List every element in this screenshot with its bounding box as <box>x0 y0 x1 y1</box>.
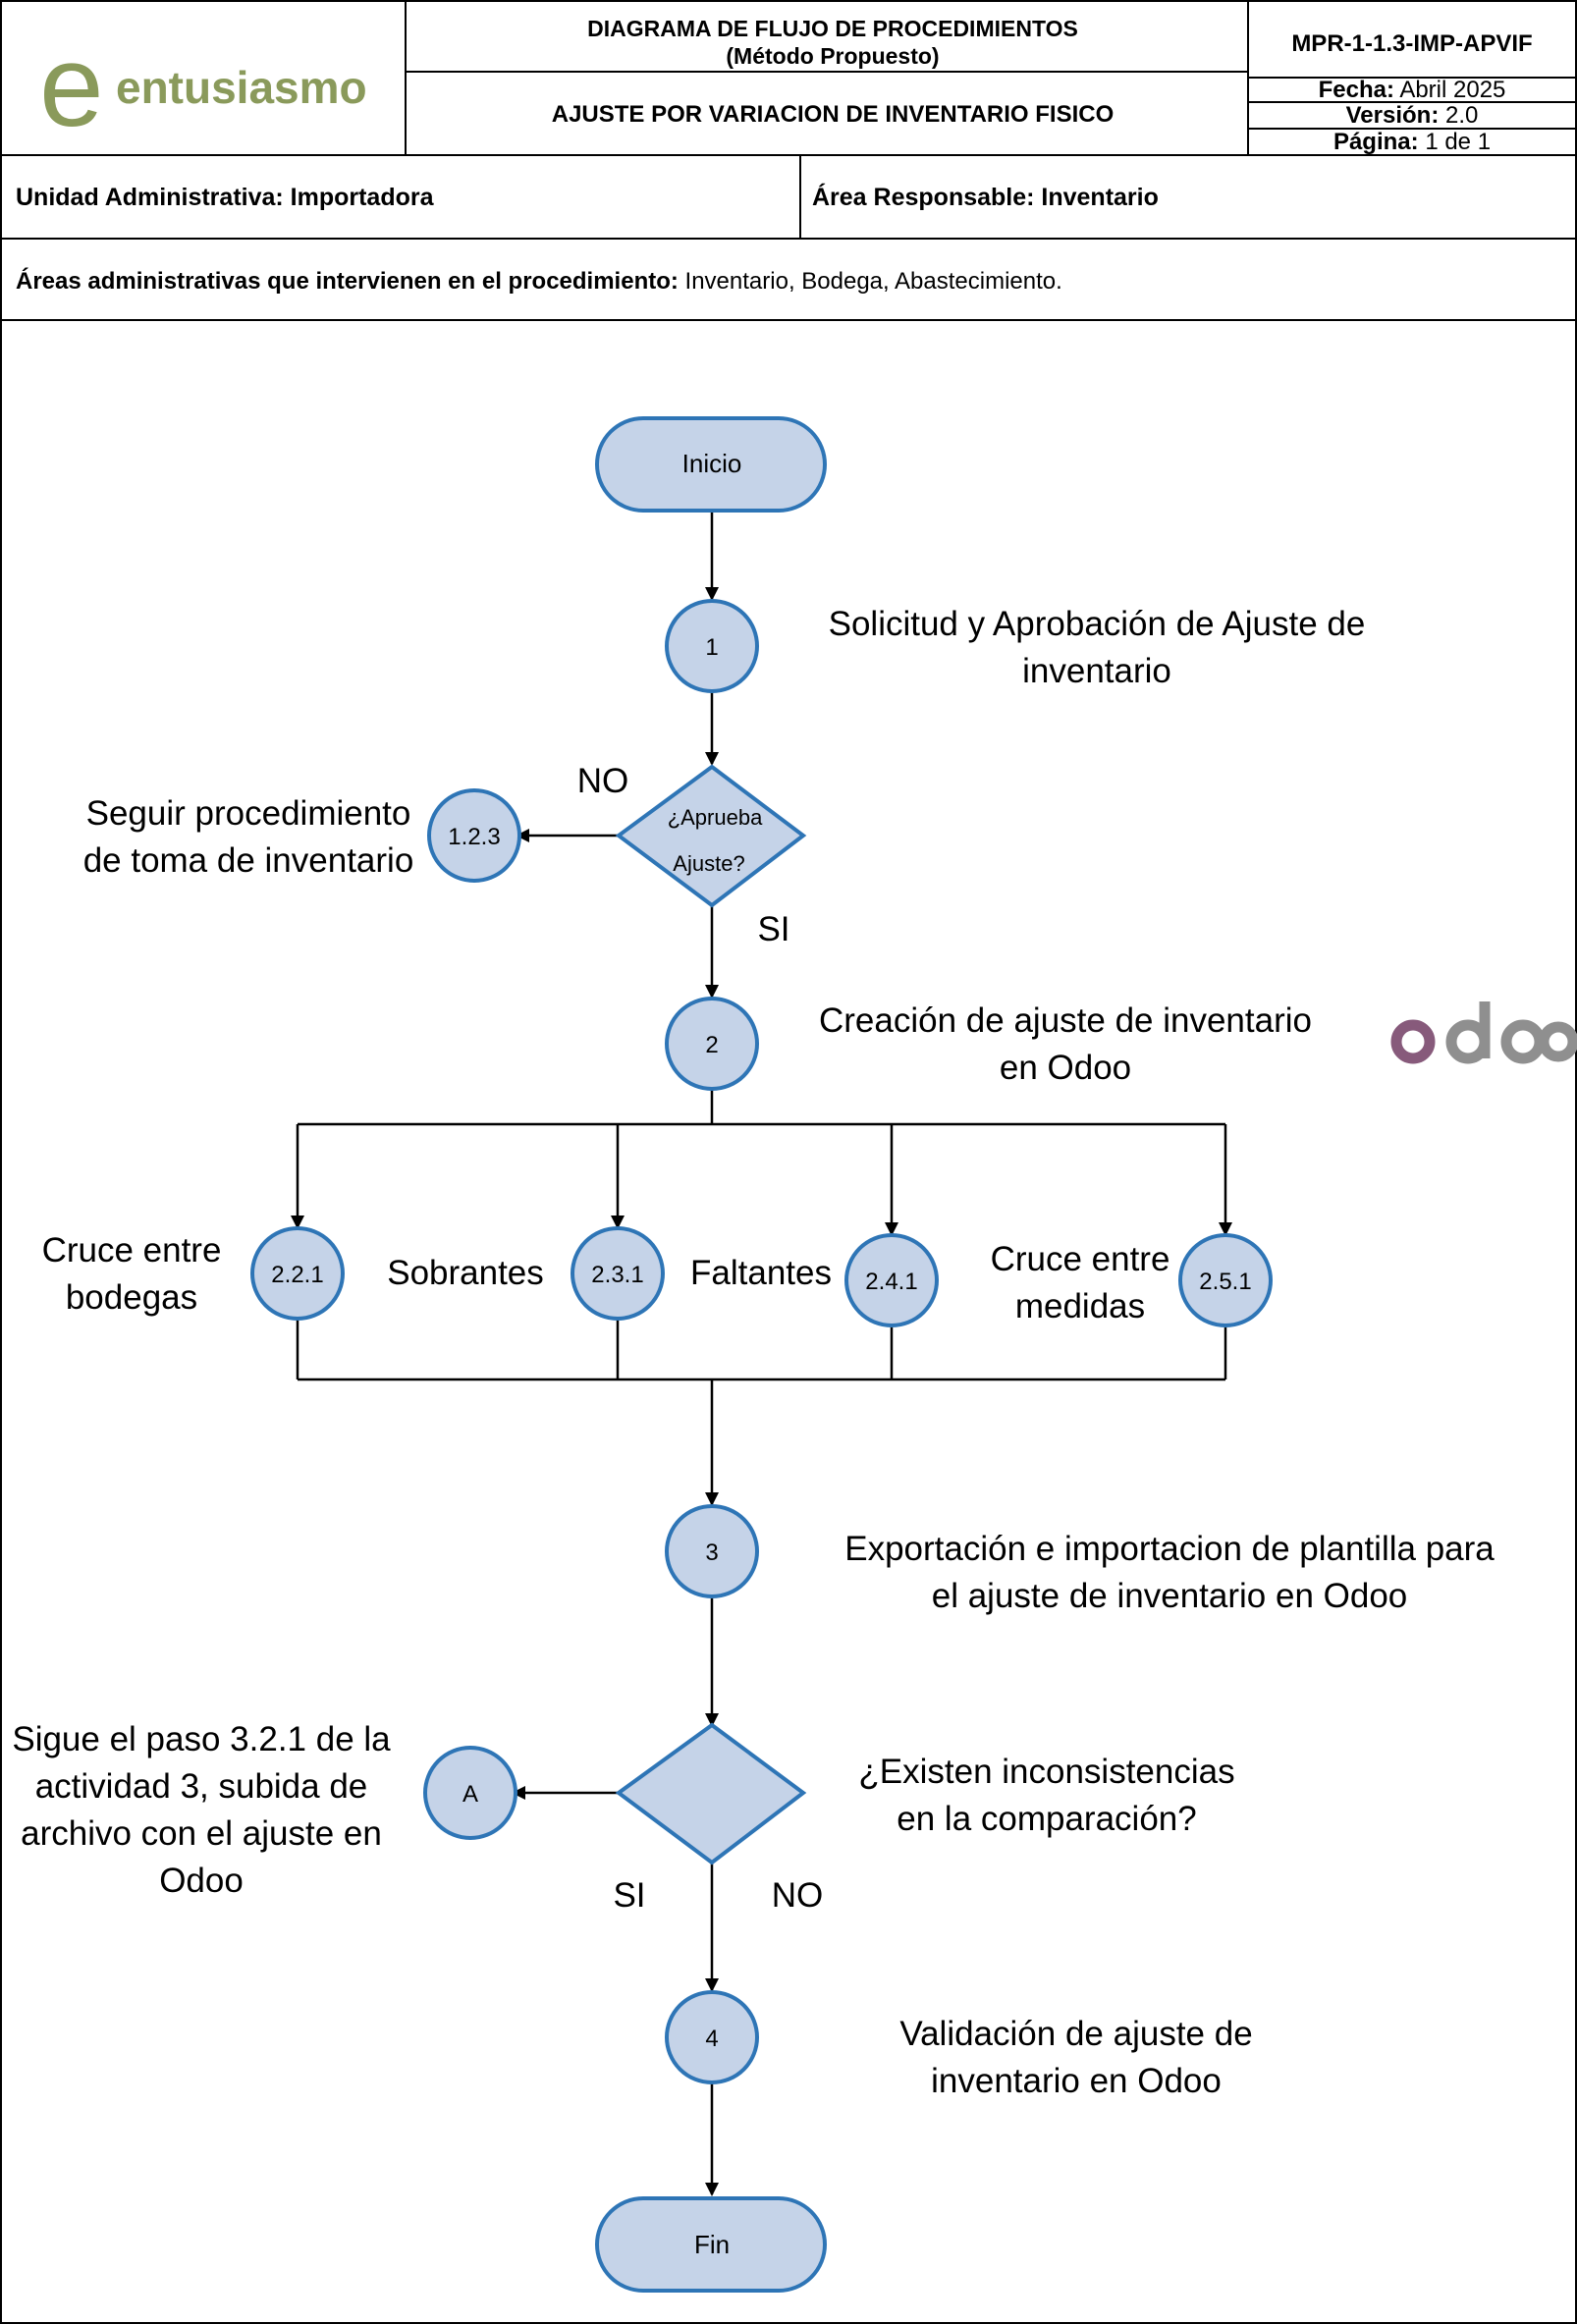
doc-code: MPR-1-1.3-IMP-APVIF <box>1291 30 1532 57</box>
step3-desc-2: el ajuste de inventario en Odoo <box>932 1577 1408 1615</box>
doc-pagina: Página: 1 de 1 <box>1333 129 1491 155</box>
stepA-desc-3: archivo con el ajuste en <box>21 1814 382 1853</box>
step251-desc-2: medidas <box>1015 1287 1145 1325</box>
step1-desc-2: inventario <box>1022 652 1171 690</box>
node-A <box>423 1746 517 1840</box>
start-terminator <box>595 416 827 513</box>
node-1-label: 1 <box>705 634 718 661</box>
descriptions: Solicitud y Aprobación de Ajuste de inve… <box>12 605 1495 2100</box>
logo-text: entusiasmo <box>116 62 367 113</box>
node-2-3-1 <box>571 1226 665 1321</box>
node-2-4-1 <box>844 1233 939 1327</box>
node-4 <box>665 1990 759 2084</box>
step2-desc-2: en Odoo <box>1000 1049 1131 1087</box>
step221-desc-1: Cruce entre <box>42 1231 222 1270</box>
node-3 <box>665 1504 759 1598</box>
unidad-administrativa: Unidad Administrativa: Importadora <box>16 184 435 211</box>
step4-desc-2: inventario en Odoo <box>931 2062 1222 2100</box>
node-2-label: 2 <box>705 1032 718 1058</box>
step241-desc: Faltantes <box>690 1254 832 1292</box>
step4-desc-1: Validación de ajuste de <box>899 2015 1252 2053</box>
step251-desc-1: Cruce entre <box>991 1240 1170 1278</box>
entusiasmo-logo: e entusiasmo <box>39 22 367 151</box>
start-label: Inicio <box>682 449 742 478</box>
step1-desc-1: Solicitud y Aprobación de Ajuste de <box>829 605 1366 643</box>
decision-aprueba-ajuste <box>615 764 807 908</box>
step123-desc-2: de toma de inventario <box>83 841 414 880</box>
decision1-label-2: Ajuste? <box>673 851 744 876</box>
end-terminator <box>595 2196 827 2293</box>
decision1-yes: SI <box>757 910 789 948</box>
doc-method: (Método Propuesto) <box>726 43 939 69</box>
decision1-no: NO <box>577 762 629 800</box>
node-2-3-1-label: 2.3.1 <box>591 1262 643 1288</box>
decision1-label-1: ¿Aprueba <box>668 805 763 830</box>
step221-desc-2: bodegas <box>66 1278 197 1317</box>
node-labels: Inicio 1 ¿Aprueba Ajuste? 1.2.3 2 2.2.1 … <box>271 449 1251 2259</box>
decision2-yes: SI <box>613 1876 645 1915</box>
end-label: Fin <box>694 2230 730 2259</box>
node-2-4-1-label: 2.4.1 <box>865 1269 917 1295</box>
node-3-label: 3 <box>705 1540 718 1566</box>
decision2-desc-1: ¿Existen inconsistencias <box>858 1753 1234 1791</box>
step231-desc: Sobrantes <box>387 1254 544 1292</box>
node-2-5-1-label: 2.5.1 <box>1199 1269 1251 1295</box>
step2-desc-1: Creación de ajuste de inventario <box>819 1001 1312 1040</box>
area-responsable: Área Responsable: Inventario <box>812 183 1159 211</box>
step3-desc-1: Exportación e importacion de plantilla p… <box>844 1530 1495 1568</box>
doc-version: Versión: 2.0 <box>1346 102 1479 129</box>
node-1-2-3-label: 1.2.3 <box>448 824 500 850</box>
nodes <box>250 416 1273 2293</box>
decision2-desc-2: en la comparación? <box>897 1800 1196 1838</box>
doc-subtitle: AJUSTE POR VARIACION DE INVENTARIO FISIC… <box>552 101 1115 128</box>
node-2-5-1 <box>1178 1233 1273 1327</box>
node-A-label: A <box>462 1781 478 1808</box>
doc-title: DIAGRAMA DE FLUJO DE PROCEDIMIENTOS <box>587 16 1078 41</box>
odoo-logo <box>1390 1001 1577 1064</box>
areas-intervienen: Áreas administrativas que intervienen en… <box>16 267 1062 295</box>
node-2 <box>665 997 759 1091</box>
stepA-desc-2: actividad 3, subida de <box>35 1767 368 1806</box>
connectors <box>291 511 1232 2196</box>
node-4-label: 4 <box>705 2026 718 2052</box>
node-2-2-1-label: 2.2.1 <box>271 1262 323 1288</box>
decision-inconsistencias <box>615 1722 807 1865</box>
stepA-desc-1: Sigue el paso 3.2.1 de la <box>12 1720 391 1758</box>
doc-fecha: Fecha: Abril 2025 <box>1319 77 1506 103</box>
step123-desc-1: Seguir procedimiento <box>86 794 411 833</box>
logo-e-glyph: e <box>39 22 104 151</box>
decision2-no: NO <box>772 1876 824 1915</box>
node-1 <box>665 599 759 693</box>
node-1-2-3 <box>427 788 521 883</box>
stepA-desc-4: Odoo <box>159 1862 244 1900</box>
node-2-2-1 <box>250 1226 345 1321</box>
